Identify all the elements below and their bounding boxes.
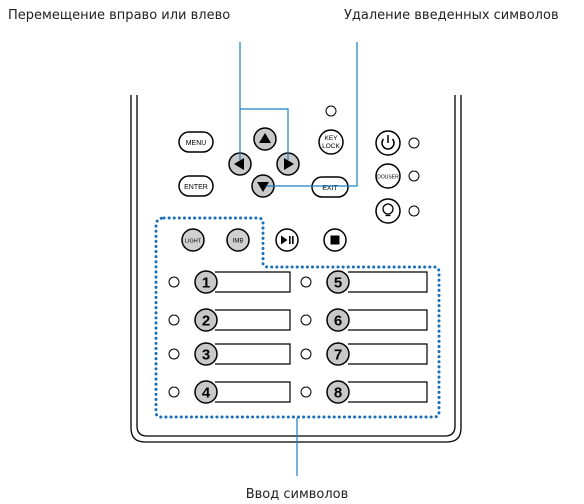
svg-text:5: 5	[334, 275, 342, 292]
number-button-8[interactable]	[326, 380, 350, 404]
number-row-3: 3	[168, 342, 291, 366]
triangle-down-icon	[257, 182, 269, 192]
triangle-right-icon	[284, 158, 294, 170]
lamp-button[interactable]	[375, 198, 401, 224]
number-row-2: 2	[168, 308, 291, 332]
svg-text:6: 6	[334, 313, 342, 330]
svg-text:2: 2	[202, 313, 210, 330]
arrow-up-button[interactable]	[253, 127, 277, 151]
number-button-1[interactable]	[194, 270, 218, 294]
number-row-5: 5	[300, 270, 428, 294]
power-button[interactable]	[375, 130, 401, 156]
indicator-led-top	[325, 105, 337, 117]
svg-text:ENTER: ENTER	[184, 184, 208, 191]
douser-button[interactable]: DOUSER	[375, 163, 401, 189]
number-row-6: 6	[300, 308, 428, 332]
play-pause-icon	[281, 235, 288, 245]
led-1	[168, 276, 180, 288]
input-keys-highlight	[154, 216, 441, 419]
imb-button[interactable]: IMB	[226, 228, 250, 252]
remote-body	[130, 95, 462, 443]
label-character-input: Ввод символов	[246, 487, 349, 502]
number-row-8: 8	[300, 380, 428, 404]
callout-delete-line	[266, 42, 358, 187]
triangle-left-icon	[234, 158, 244, 170]
svg-text:DOUSER: DOUSER	[377, 175, 399, 181]
enter-button[interactable]: ENTER	[178, 175, 214, 197]
callout-move-bracket	[240, 108, 289, 160]
number-row-1: 1	[168, 270, 291, 294]
svg-text:EXIT: EXIT	[322, 185, 338, 192]
power-led	[408, 137, 420, 149]
svg-text:3: 3	[202, 347, 210, 364]
led-8	[300, 386, 312, 398]
douser-led	[408, 170, 420, 182]
number-row-7: 7	[300, 342, 428, 366]
stop-button[interactable]	[323, 228, 347, 252]
number-button-2[interactable]	[194, 308, 218, 332]
svg-text:8: 8	[334, 385, 342, 402]
svg-text:4: 4	[202, 385, 211, 402]
led-5	[300, 276, 312, 288]
arrow-down-button[interactable]	[251, 174, 275, 198]
svg-text:MENU: MENU	[186, 140, 207, 147]
triangle-up-icon	[259, 133, 271, 143]
number-button-4[interactable]	[194, 380, 218, 404]
svg-text:1: 1	[202, 275, 210, 292]
led-6	[300, 314, 312, 326]
label-move-left-right: Перемещение вправо или влево	[8, 8, 230, 23]
led-2	[168, 314, 180, 326]
led-3	[168, 348, 180, 360]
led-4	[168, 386, 180, 398]
exit-button[interactable]: EXIT	[311, 176, 349, 198]
light-button[interactable]: LIGHT	[181, 228, 205, 252]
label-delete-characters: Удаление введенных символов	[344, 8, 559, 23]
number-button-6[interactable]	[326, 308, 350, 332]
svg-text:IMB: IMB	[233, 239, 244, 245]
svg-text:LIGHT: LIGHT	[185, 239, 202, 245]
svg-text:KEY: KEY	[324, 135, 338, 142]
play-pause-button[interactable]	[275, 228, 299, 252]
number-button-3[interactable]	[194, 342, 218, 366]
number-button-7[interactable]	[326, 342, 350, 366]
svg-text:LOCK: LOCK	[322, 143, 340, 150]
lamp-led	[408, 205, 420, 217]
power-icon	[381, 138, 395, 150]
number-row-4: 4	[168, 380, 291, 404]
menu-button[interactable]: MENU	[178, 131, 214, 153]
svg-text:7: 7	[334, 347, 342, 364]
callout-lines	[239, 42, 358, 476]
led-7	[300, 348, 312, 360]
arrow-right-button[interactable]	[276, 152, 300, 176]
lamp-icon	[382, 203, 394, 215]
key-lock-button[interactable]: KEY LOCK	[318, 129, 344, 155]
stop-icon	[330, 235, 340, 245]
number-button-5[interactable]	[326, 270, 350, 294]
